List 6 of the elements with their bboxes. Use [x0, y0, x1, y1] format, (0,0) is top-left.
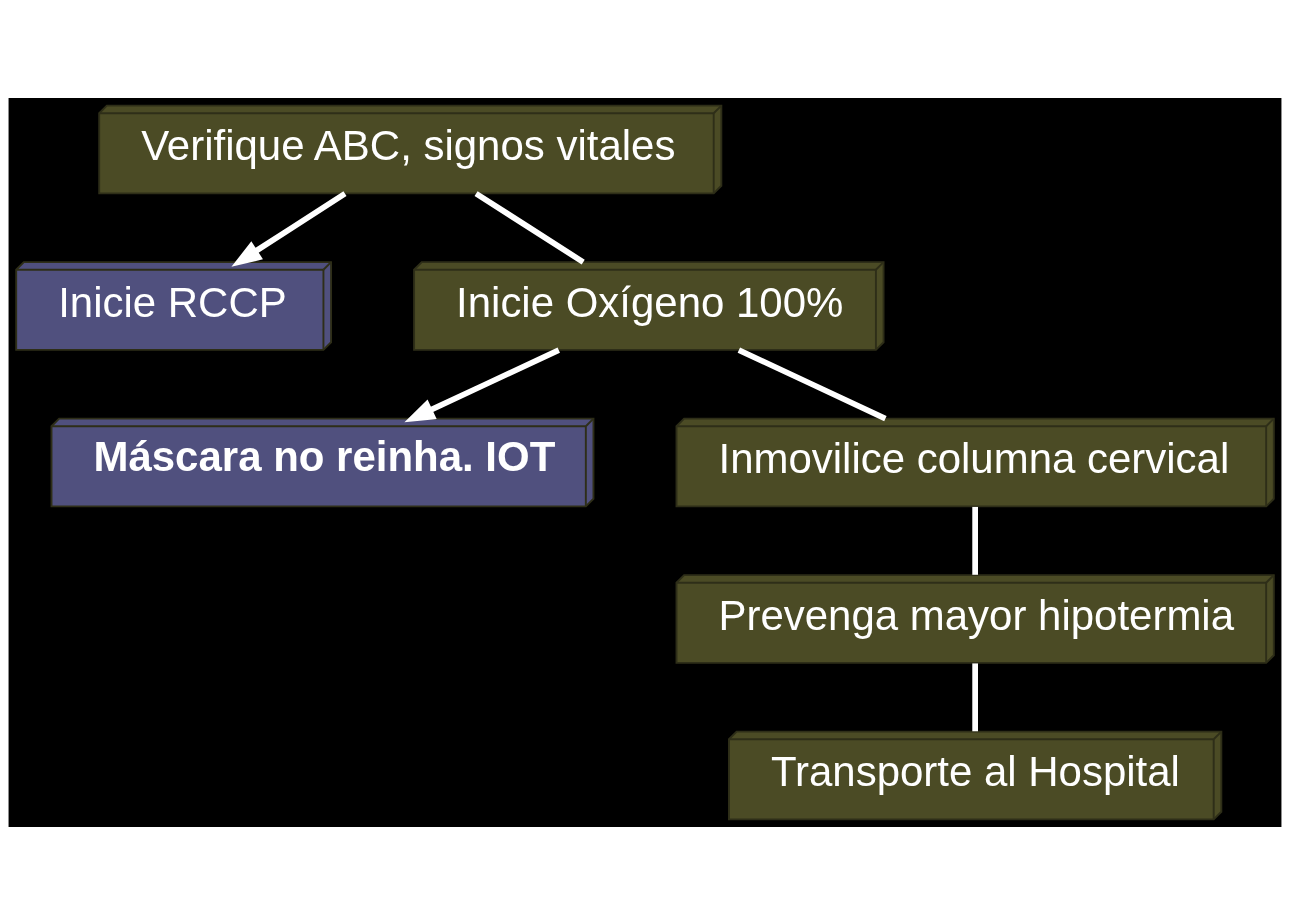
connector [474, 190, 585, 265]
connector [972, 506, 978, 575]
arrow [404, 346, 560, 422]
connector [737, 346, 887, 421]
arrow [231, 190, 347, 267]
connector [972, 662, 978, 731]
